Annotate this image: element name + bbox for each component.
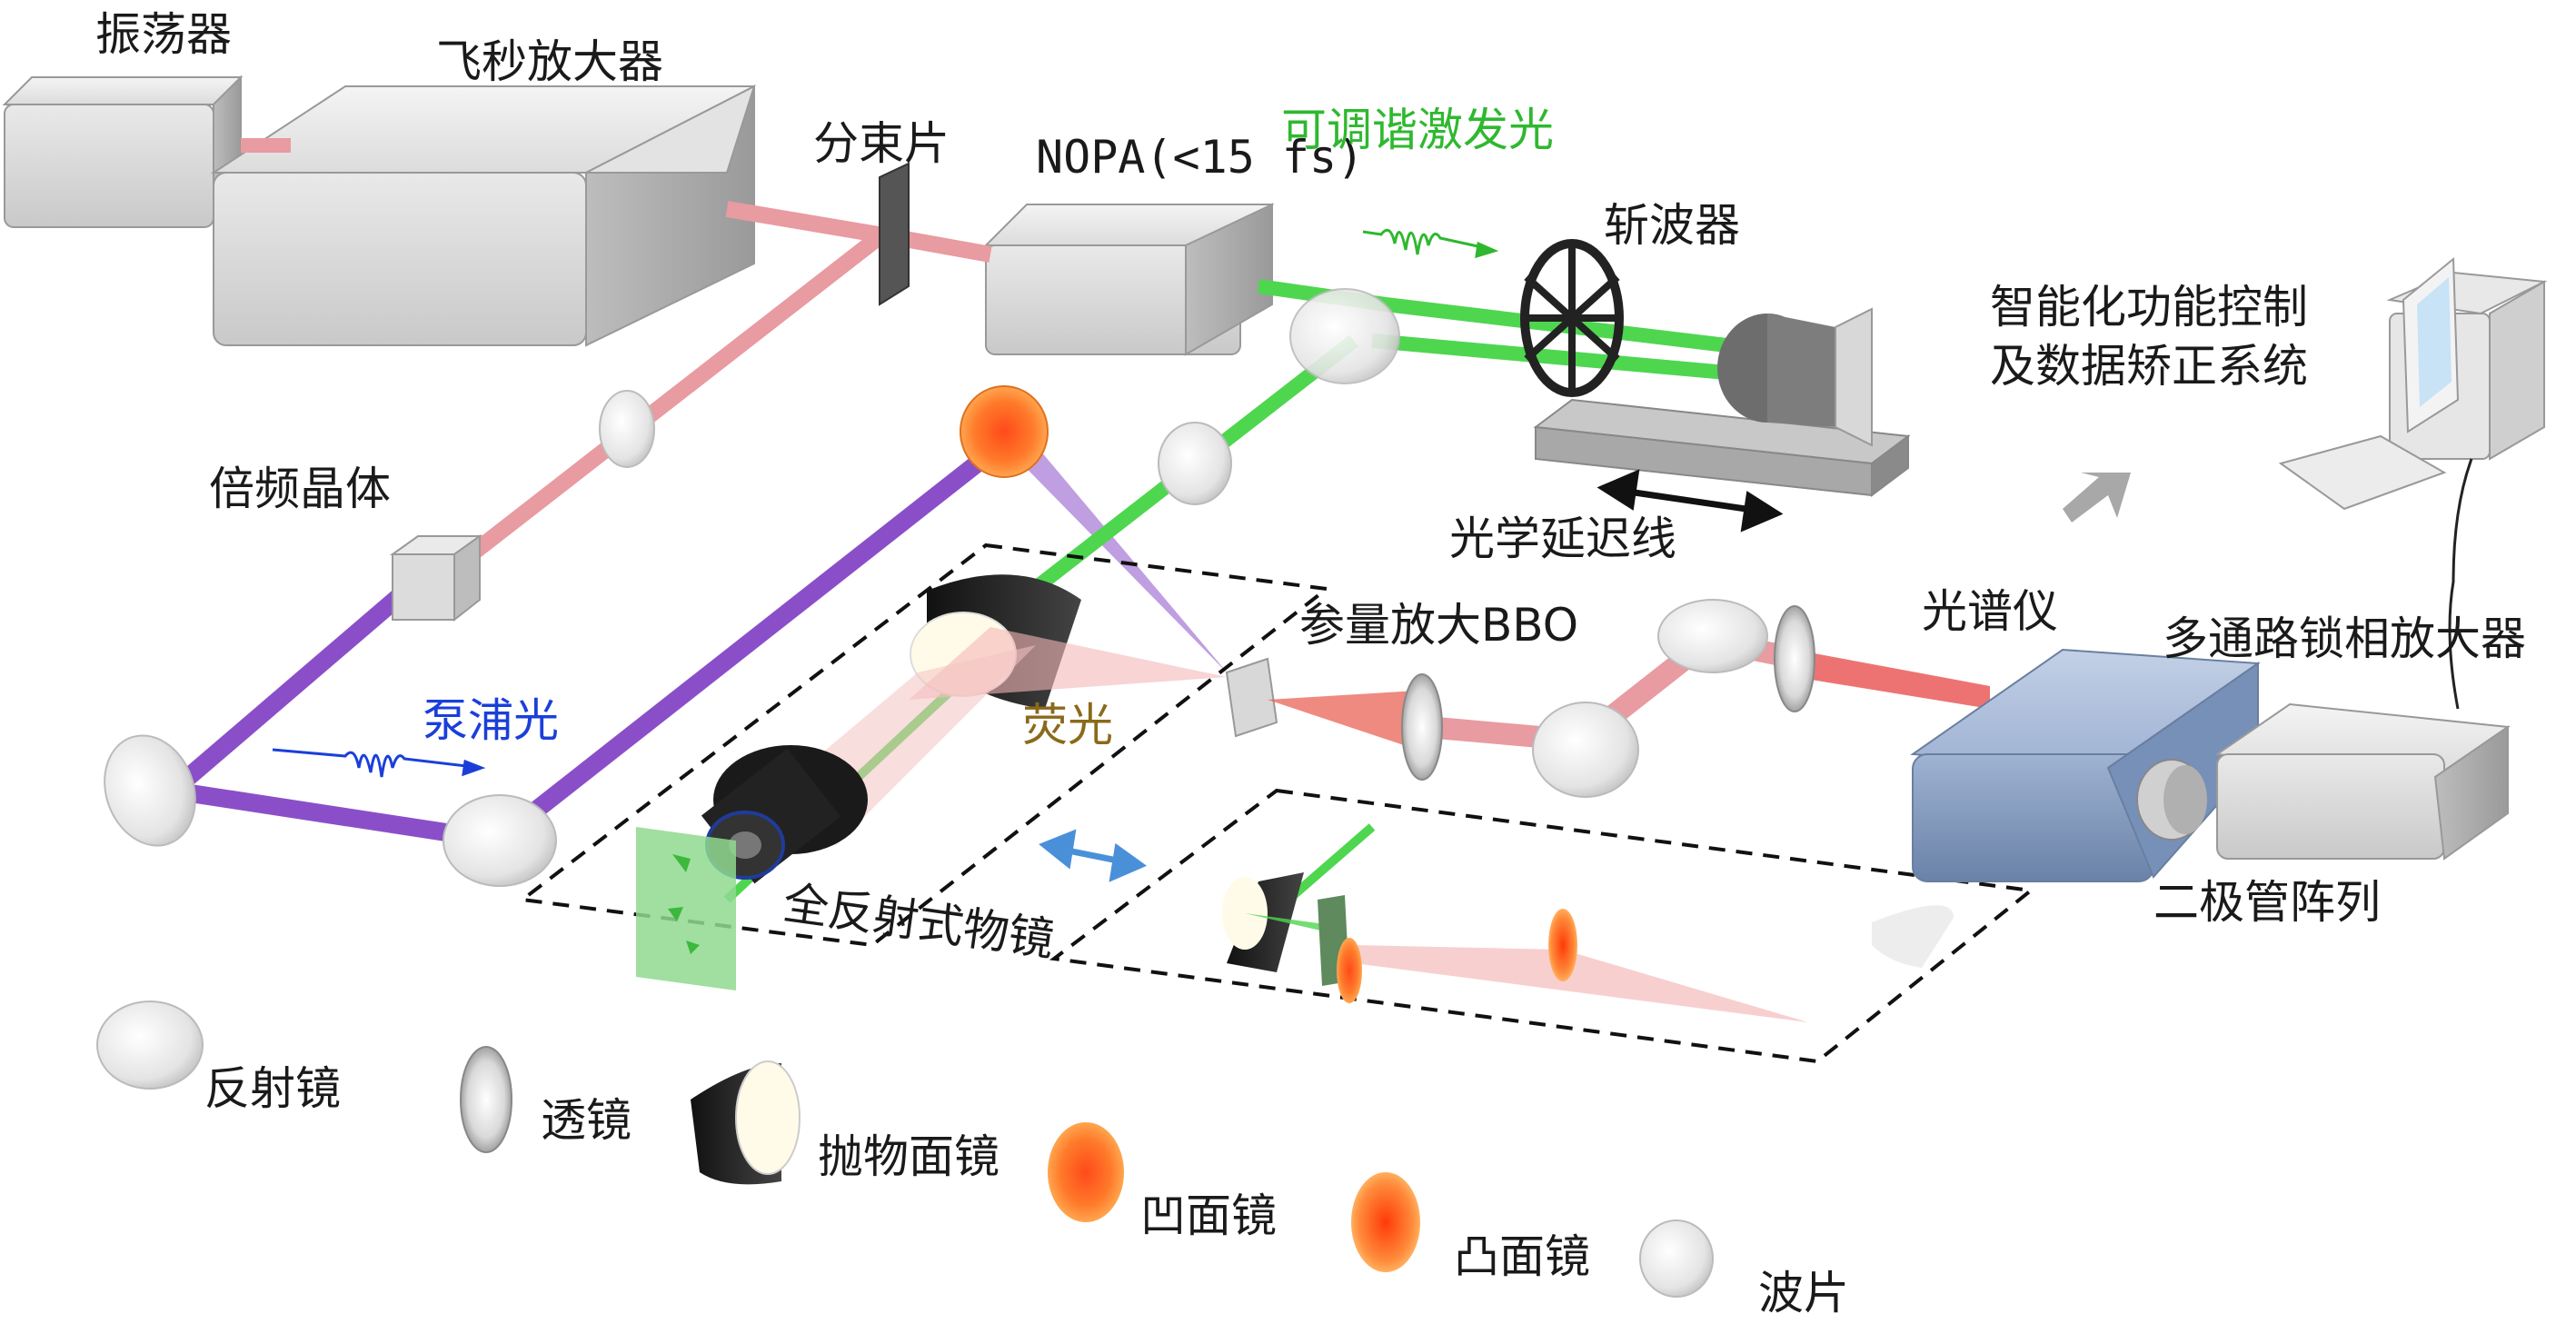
computer-icon bbox=[2278, 256, 2548, 710]
waveplate-icon bbox=[1639, 1219, 1714, 1298]
dashed-region-microscope bbox=[517, 543, 1331, 948]
lens-2 bbox=[1774, 605, 1815, 712]
oscillator-box bbox=[2, 75, 244, 230]
sample-slide bbox=[636, 827, 736, 991]
stage-arrow bbox=[1039, 829, 1148, 882]
delay-arrow bbox=[1596, 469, 1784, 533]
nopa-box bbox=[983, 203, 1275, 356]
beam-splitter bbox=[879, 162, 910, 306]
smart-control-label-line2: 及数据矫正系统 bbox=[1990, 340, 2308, 393]
lockin-amplifier-box bbox=[2214, 702, 2511, 861]
mirror-green-top bbox=[1289, 288, 1400, 384]
legend-label: 反射镜 bbox=[204, 1062, 341, 1115]
reflective-objective bbox=[701, 745, 868, 884]
bbo-crystal bbox=[1225, 657, 1278, 738]
legend-label: 凹面镜 bbox=[1140, 1190, 1277, 1242]
excitation-waveform bbox=[1362, 228, 1499, 259]
fs-amplifier-box bbox=[210, 85, 756, 347]
legend-label: 透镜 bbox=[541, 1094, 632, 1147]
lens-icon bbox=[460, 1046, 512, 1153]
legend-label: 抛物面镜 bbox=[818, 1130, 1000, 1183]
fs-amplifier-label: 飞秒放大器 bbox=[436, 35, 663, 88]
reflective-objective-label: 全反射式物镜 bbox=[780, 876, 1057, 966]
mirror-icon bbox=[96, 1000, 204, 1090]
convex-mirror-icon bbox=[1351, 1172, 1420, 1272]
pump-focus-cone bbox=[990, 432, 1228, 674]
mirror-opa-1 bbox=[1532, 702, 1639, 798]
legend-item: 反射镜 bbox=[96, 1000, 341, 1115]
legend: 反射镜 透镜 抛物面镜 凹面镜 凸面镜 波片 bbox=[96, 1000, 1849, 1319]
doubling-crystal-label: 倍频晶体 bbox=[209, 463, 391, 515]
legend-label: 凸面镜 bbox=[1454, 1230, 1590, 1283]
doubling-crystal bbox=[389, 534, 483, 622]
convex-mirror-small bbox=[1548, 909, 1577, 981]
red-beam-paths bbox=[241, 138, 992, 589]
smart-control-label-line1: 智能化功能控制 bbox=[1990, 281, 2308, 333]
legend-item: 凹面镜 bbox=[1048, 1122, 1277, 1242]
computer-pointer-arrow bbox=[2063, 473, 2131, 523]
waveplate-green bbox=[1158, 422, 1232, 505]
tunable-excitation-label: 可调谐激发光 bbox=[1281, 104, 1554, 156]
red-cone-to-spectrometer bbox=[1795, 650, 1990, 709]
parametric-amp-label: 参量放大BBO bbox=[1299, 599, 1578, 652]
chopper-label: 斩波器 bbox=[1604, 199, 1740, 252]
nopa-label: NOPA(<15 fs) bbox=[1036, 131, 1364, 184]
mirror-opa-2 bbox=[1657, 599, 1768, 673]
red-cone-to-lens bbox=[1268, 691, 1417, 750]
concave-mirror-small bbox=[1337, 938, 1362, 1003]
optical-delay-stage bbox=[1533, 307, 1911, 497]
optical-delay-label: 光学延迟线 bbox=[1449, 513, 1676, 565]
oscillator-label: 振荡器 bbox=[95, 8, 232, 61]
chopper bbox=[1520, 239, 1624, 397]
spectrometer-label: 光谱仪 bbox=[1922, 585, 2058, 638]
legend-item: 抛物面镜 bbox=[691, 1060, 1000, 1185]
legend-label: 波片 bbox=[1758, 1267, 1849, 1319]
pump-waveform bbox=[272, 748, 486, 778]
waveplate-red bbox=[599, 390, 655, 468]
legend-item: 凸面镜 bbox=[1351, 1172, 1590, 1283]
mirror-bottom-center bbox=[443, 794, 557, 887]
pump-light-label: 泵浦光 bbox=[423, 694, 559, 747]
lockin-amplifier-label: 多通路锁相放大器 bbox=[2163, 612, 2526, 665]
concave-mirror bbox=[960, 385, 1049, 478]
legend-item: 波片 bbox=[1639, 1219, 1849, 1319]
legend-item: 透镜 bbox=[460, 1046, 632, 1153]
beam-splitter-label: 分束片 bbox=[813, 117, 950, 170]
lens-1 bbox=[1401, 673, 1443, 781]
spectrometer-box bbox=[1910, 648, 2261, 882]
photodiode-array-label: 二极管阵列 bbox=[2153, 876, 2381, 929]
collection-optics bbox=[1222, 823, 1954, 1022]
mirror-bottom-left bbox=[104, 734, 196, 847]
fluorescence-label: 荧光 bbox=[1022, 699, 1113, 752]
concave-mirror-icon bbox=[1048, 1122, 1124, 1222]
